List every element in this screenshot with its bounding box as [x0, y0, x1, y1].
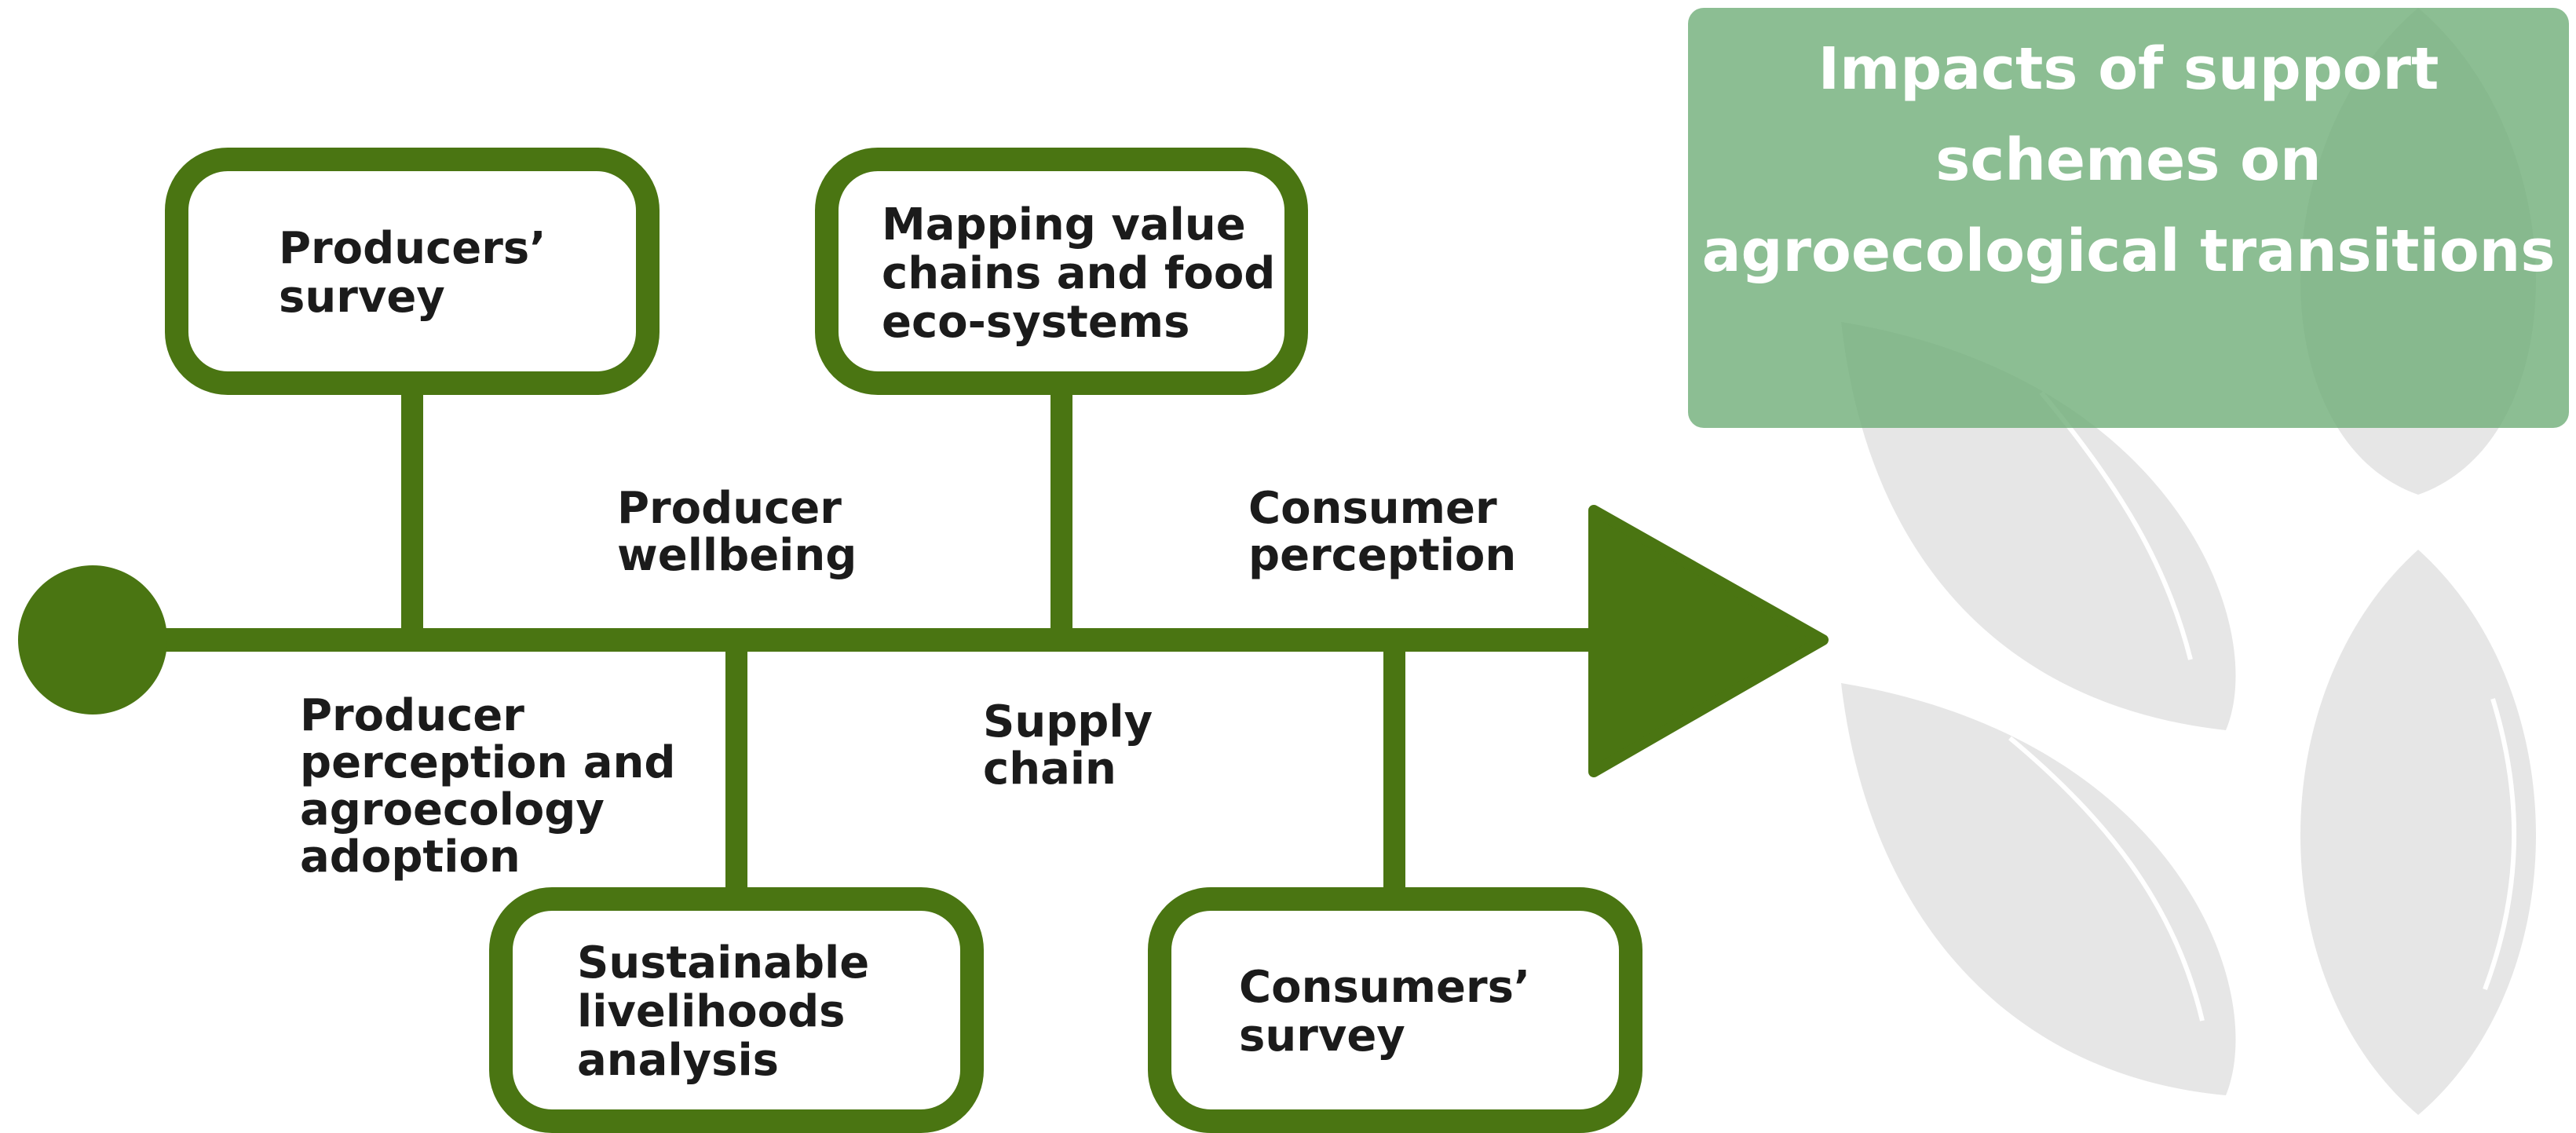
mapping-value-chains-text: Mapping value chains and food eco-system… [882, 201, 1275, 347]
box-text-line: survey [1239, 1011, 1405, 1062]
label-line: adoption [300, 831, 521, 883]
box-text-line: survey [279, 272, 445, 323]
label-line: Consumer [1248, 483, 1497, 534]
producer-wellbeing-label: Producer wellbeing [617, 485, 857, 579]
label-line: wellbeing [617, 530, 857, 581]
livelihoods-analysis-text: Sustainable livelihoods analysis [577, 939, 869, 1085]
spine-tail-circle [18, 565, 167, 715]
label-line: Producer [617, 483, 842, 534]
supply-chain-label: Supply chain [983, 699, 1153, 793]
box-text-line: Producers’ [279, 223, 546, 274]
box-text-line: Sustainable [577, 937, 870, 989]
label-line: Supply [983, 696, 1153, 747]
leaf-vein [2483, 698, 2517, 991]
label-line: perception [1248, 530, 1517, 581]
leaf-vein [2039, 391, 2193, 660]
consumer-perception-label: Consumer perception [1248, 485, 1516, 579]
livelihoods-analysis-box [489, 887, 984, 1133]
leaf-shape [2300, 550, 2536, 1115]
label-line: perception and [300, 737, 676, 788]
producers-survey-text: Producers’ survey [279, 225, 546, 322]
leaf-vein [2008, 736, 2205, 1022]
title-panel [1688, 8, 2569, 428]
box-text-line: analysis [577, 1035, 780, 1086]
consumers-survey-text: Consumers’ survey [1239, 963, 1530, 1061]
spine-arrow-head [1588, 505, 1829, 777]
mapping-value-chains-box [815, 148, 1308, 395]
label-line: agroecology [300, 784, 605, 835]
title-text: Impacts of support schemes on agroecolog… [1701, 35, 2556, 285]
label-line: Producer [300, 690, 524, 741]
box-text-line: Consumers’ [1239, 962, 1531, 1013]
label-line: chain [983, 744, 1116, 795]
producers-survey-box [165, 148, 660, 395]
producer-perception-label: Producer perception and agroecology adop… [300, 693, 676, 881]
box-text-line: Mapping value [882, 199, 1246, 250]
box-text-line: livelihoods [577, 986, 846, 1037]
consumers-survey-box [1148, 887, 1642, 1133]
diagram-title: Impacts of support schemes on agroecolog… [1688, 24, 2569, 297]
box-text-line: eco-systems [882, 297, 1190, 348]
leaf-shape [1841, 683, 2236, 1095]
box-text-line: chains and food [882, 248, 1276, 299]
